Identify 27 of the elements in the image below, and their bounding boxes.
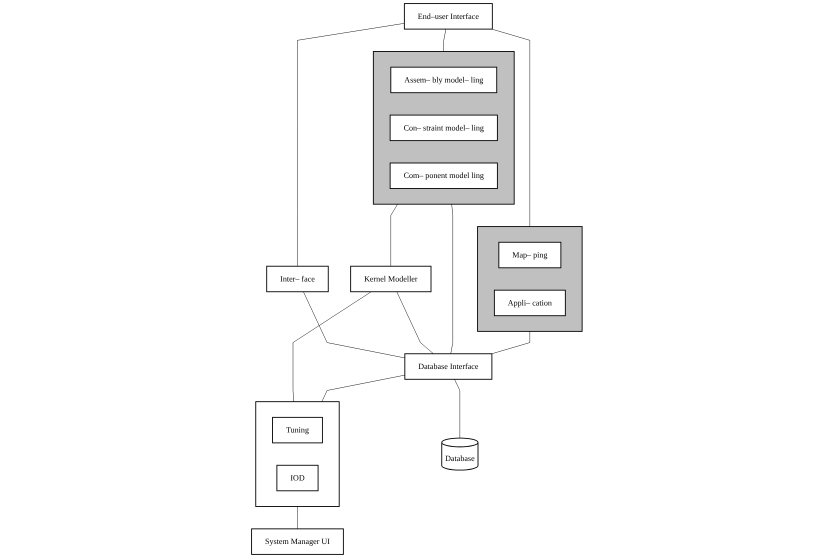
connector — [296, 23, 404, 266]
cluster — [254, 401, 340, 507]
cluster — [372, 51, 514, 205]
connector — [302, 292, 405, 358]
connector — [396, 292, 434, 354]
connector — [296, 506, 298, 530]
connector — [292, 292, 372, 402]
node-box: Tuning — [272, 416, 322, 444]
connector — [390, 204, 398, 266]
node-box: Database Interface — [404, 353, 492, 380]
connector — [321, 374, 405, 402]
node-box: End–user Interface — [404, 3, 492, 30]
node-box: System Manager UI — [250, 528, 344, 555]
node-box: Con– straint model– ling — [389, 114, 498, 142]
connector — [491, 28, 530, 227]
node-box: IOD — [276, 464, 318, 492]
node-box: Com– ponent model ling — [389, 162, 498, 189]
cluster — [476, 226, 582, 332]
connector — [491, 331, 530, 354]
node-box: Inter– face — [266, 266, 328, 292]
connector — [450, 204, 453, 354]
connector — [443, 28, 446, 52]
node-box: Appli– cation — [494, 290, 566, 316]
node-box: Assem– bly model– ling — [390, 66, 497, 94]
node-box: Map– ping — [498, 242, 561, 268]
connector — [454, 379, 460, 438]
node-box: Kernel Modeller — [350, 266, 432, 292]
